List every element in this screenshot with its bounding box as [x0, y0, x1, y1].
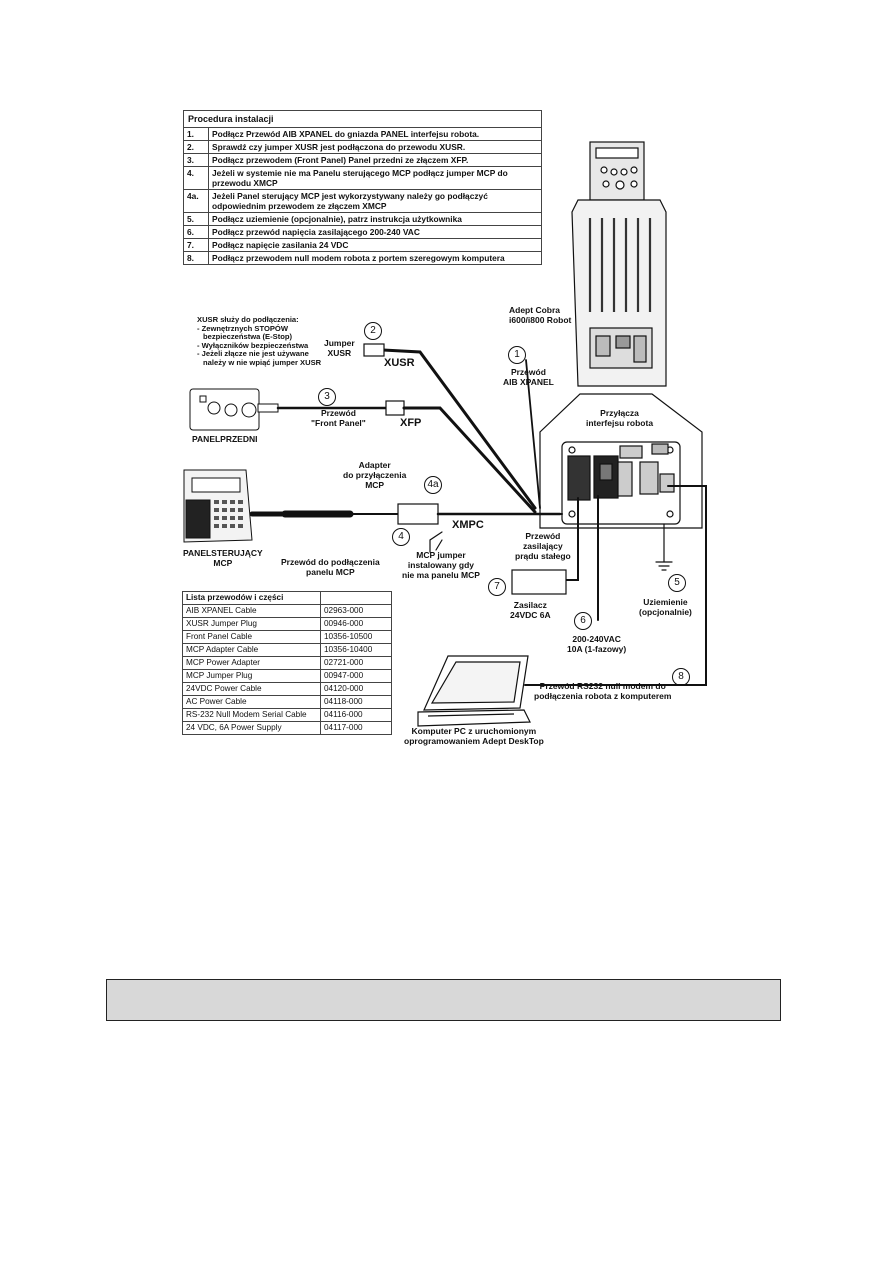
part-name: XUSR Jumper Plug — [182, 617, 321, 631]
step-text: Jeżeli Panel sterujący MCP jest wykorzys… — [208, 189, 542, 213]
callout-8: 8 — [672, 668, 690, 686]
part-code: 04116-000 — [320, 708, 392, 722]
ground-label: Uziemienie(opcjonalnie) — [639, 597, 692, 617]
part-name: Front Panel Cable — [182, 630, 321, 644]
mcp-pendant — [183, 469, 253, 543]
part-name: AIB XPANEL Cable — [182, 604, 321, 618]
callout-4: 4 — [392, 528, 410, 546]
part-code: 04120-000 — [320, 682, 392, 696]
procedure-row: 4.Jeżeli w systemie nie ma Panelu steruj… — [183, 166, 542, 190]
procedure-row: 8.Podłącz przewodem null modem robota z … — [183, 251, 542, 265]
part-name: 24 VDC, 6A Power Supply — [182, 721, 321, 735]
parts-title: Lista przewodów i części — [182, 591, 321, 605]
procedure-row: 4a.Jeżeli Panel sterujący MCP jest wykor… — [183, 189, 542, 213]
laptop — [417, 655, 531, 727]
step-text: Podłącz przewodem null modem robota z po… — [208, 251, 542, 265]
step-text: Jeżeli w systemie nie ma Panelu sterując… — [208, 166, 542, 190]
part-name: MCP Jumper Plug — [182, 669, 321, 683]
part-code: 04117-000 — [320, 721, 392, 735]
part-name: 24VDC Power Cable — [182, 682, 321, 696]
part-code: 10356-10500 — [320, 630, 392, 644]
part-code: 02721-000 — [320, 656, 392, 670]
callout-3: 3 — [318, 388, 336, 406]
xusr-label: XUSR — [384, 357, 415, 369]
part-name: MCP Power Adapter — [182, 656, 321, 670]
callout-2: 2 — [364, 322, 382, 340]
power-supply-box — [511, 569, 567, 595]
part-code: 00947-000 — [320, 669, 392, 683]
front-panel-label: PANELPRZEDNI — [192, 434, 258, 444]
callout-1: 1 — [508, 346, 526, 364]
callout-5: 5 — [668, 574, 686, 592]
xfp-label: XFP — [400, 417, 422, 429]
callout-6: 6 — [574, 612, 592, 630]
front-panel-device — [189, 388, 279, 431]
part-name: AC Power Cable — [182, 695, 321, 709]
part-code: 02963-000 — [320, 604, 392, 618]
part-code: 04118-000 — [320, 695, 392, 709]
step-number: 8. — [183, 251, 209, 265]
parts-table: Lista przewodów i części AIB XPANEL Cabl… — [182, 591, 392, 735]
xusr-note: XUSR służy do podłączenia: - Zewnętrznyc… — [197, 315, 322, 367]
callout-7: 7 — [488, 578, 506, 596]
step-number: 4. — [183, 166, 209, 190]
callout-4a: 4a — [424, 476, 442, 494]
part-code: 10356-10400 — [320, 643, 392, 657]
xmpc-label: XMPC — [452, 519, 484, 531]
part-name: RS-232 Null Modem Serial Cable — [182, 708, 321, 722]
procedure-table: Procedura instalacji 1.Podłącz Przewód A… — [183, 110, 542, 265]
part-name: MCP Adapter Cable — [182, 643, 321, 657]
front-panel-cable-label: Przewód"Front Panel" — [311, 408, 366, 428]
part-code: 00946-000 — [320, 617, 392, 631]
note-box — [106, 979, 781, 1021]
cables — [249, 343, 707, 686]
robot-body — [539, 141, 703, 529]
procedure-row: 2.Sprawdź czy jumper XUSR jest podłączon… — [183, 140, 542, 154]
